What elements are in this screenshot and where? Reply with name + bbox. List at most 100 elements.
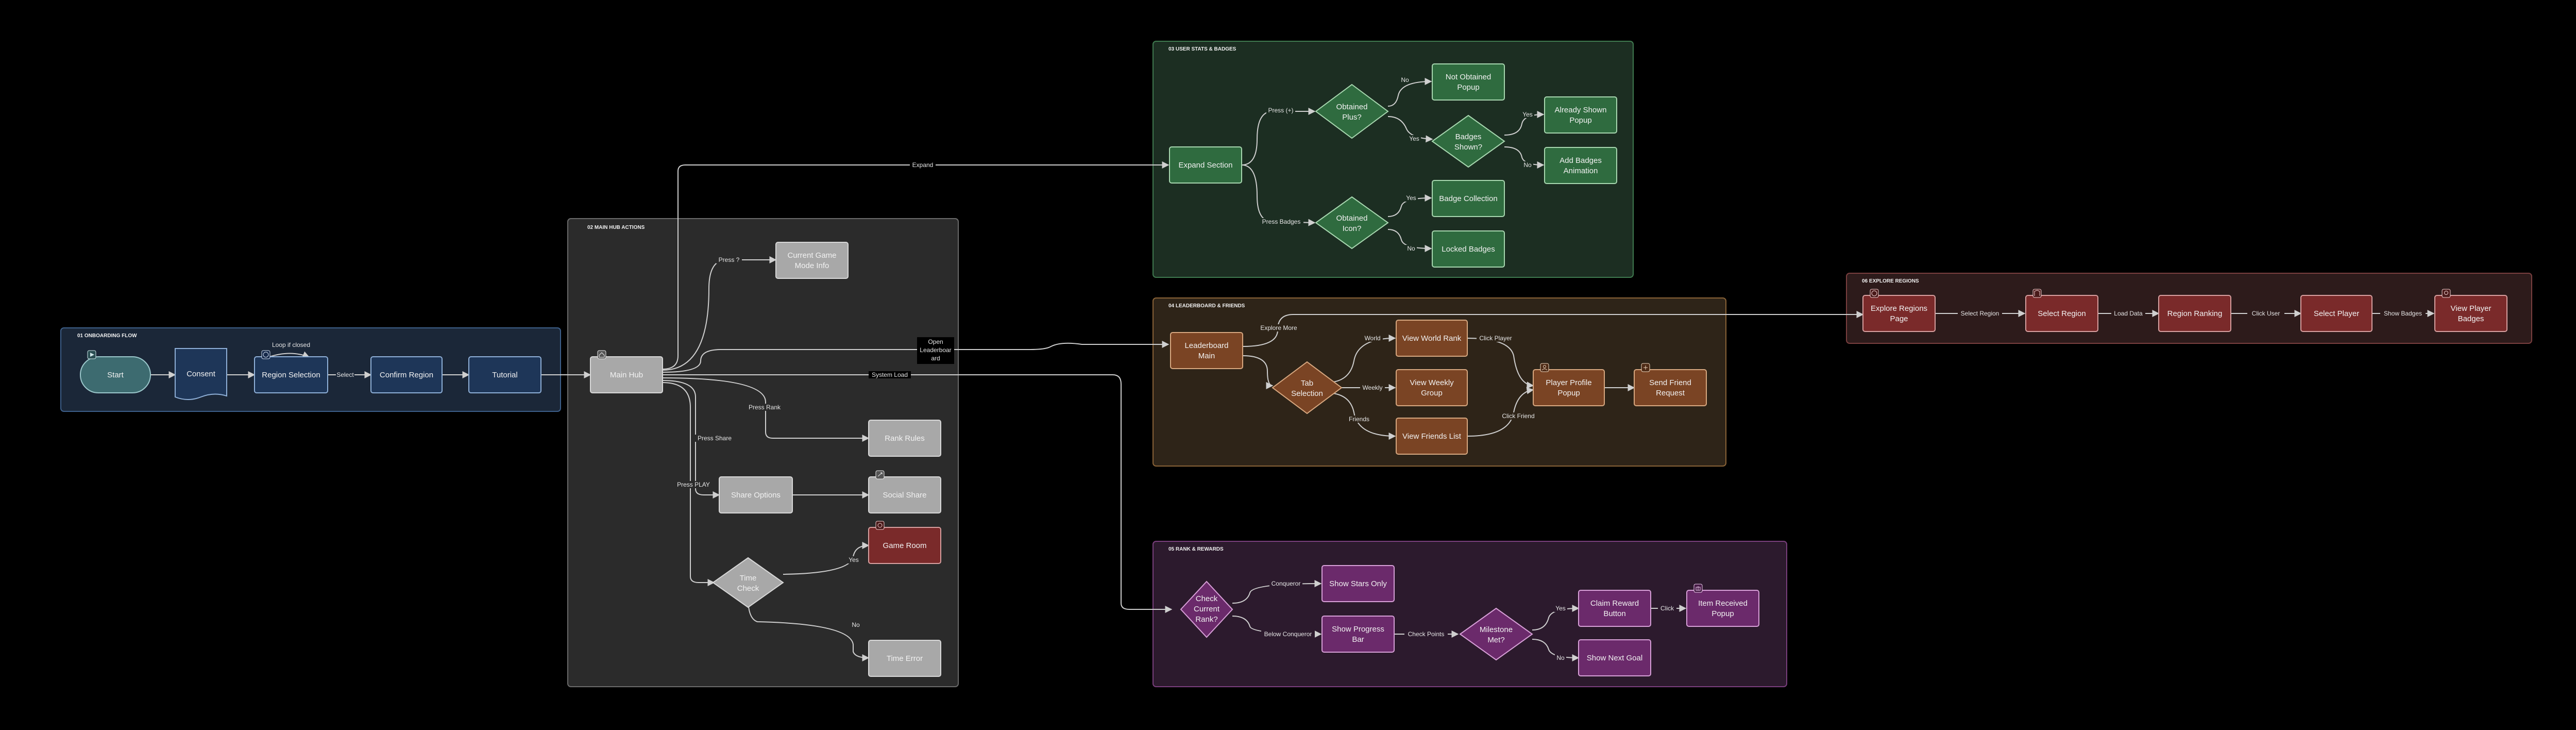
view-world-rank-node[interactable] xyxy=(1396,320,1468,357)
gift-icon xyxy=(1693,584,1703,593)
locked-badges-node[interactable] xyxy=(1432,230,1505,268)
tab-selection-label-2: Selection xyxy=(1291,389,1323,398)
edge-leader-tab xyxy=(1242,355,1274,389)
edge-plus-yes xyxy=(1387,116,1433,143)
tutorial-node[interactable] xyxy=(468,356,541,393)
view-friends-list-node[interactable] xyxy=(1396,418,1468,455)
region-selection-label: Region Selection xyxy=(262,371,320,379)
label-click-user: Click User xyxy=(2252,310,2280,317)
obtained-icon-node[interactable] xyxy=(1315,196,1389,250)
check-current-rank-node[interactable] xyxy=(1180,580,1233,638)
show-progress-bar-node[interactable] xyxy=(1321,616,1395,653)
region-selection-node[interactable] xyxy=(254,356,328,393)
time-error-node[interactable] xyxy=(868,640,941,677)
game-room-node[interactable] xyxy=(868,527,941,564)
group-main-hub: 02 MAIN HUB ACTIONS xyxy=(567,218,959,687)
group-leaderboard-title: 04 LEADERBOARD & FRIENDS xyxy=(1168,303,1245,309)
claim-reward-button-node[interactable] xyxy=(1578,590,1651,627)
onboarding-nodes: Start Consent Region Selection Confirm R… xyxy=(80,348,541,400)
leaderboard-main-label-1: Leaderboard xyxy=(1184,341,1228,350)
label-press-share: Press Share xyxy=(698,435,732,442)
main-hub-node[interactable] xyxy=(590,356,663,393)
tab-selection-node[interactable] xyxy=(1272,361,1343,414)
share-options-node[interactable] xyxy=(719,476,793,513)
select-region-node[interactable] xyxy=(2025,295,2098,332)
start-node[interactable] xyxy=(80,356,151,393)
label-open-leaderboard-2: Leaderboar xyxy=(920,346,951,354)
current-game-mode-node[interactable] xyxy=(775,242,849,279)
expand-section-node[interactable] xyxy=(1169,146,1242,184)
item-received-label-2: Popup xyxy=(1711,609,1734,618)
social-share-label: Social Share xyxy=(883,491,926,500)
check-rank-label-1: Check xyxy=(1196,594,1218,603)
check-rank-label-3: Rank? xyxy=(1195,615,1217,624)
label-plus-no: No xyxy=(1401,76,1409,84)
label-check-points: Check Points xyxy=(1408,631,1445,638)
edge-friends xyxy=(1326,392,1396,440)
send-friend-request-node[interactable] xyxy=(1634,369,1707,406)
time-error-label: Time Error xyxy=(887,654,923,663)
select-player-node[interactable] xyxy=(2300,295,2372,332)
current-game-mode-label-1: Current Game xyxy=(787,251,836,260)
already-shown-popup-node[interactable] xyxy=(1544,96,1617,134)
edge-badges-no xyxy=(1504,146,1545,169)
user-icon xyxy=(1540,363,1549,372)
select-player-label: Select Player xyxy=(2314,309,2359,318)
main-hub-nodes: Main Hub Current Game Mode Info Rank Rul… xyxy=(590,242,941,677)
badges-shown-node[interactable] xyxy=(1431,114,1505,168)
not-obtained-popup-node[interactable] xyxy=(1432,63,1505,101)
not-obtained-label-2: Popup xyxy=(1457,83,1479,92)
consent-node[interactable] xyxy=(175,348,227,400)
rank-rules-node[interactable] xyxy=(868,420,941,457)
milestone-label-2: Met? xyxy=(1487,636,1504,644)
home-icon xyxy=(597,350,606,359)
label-click-player: Click Player xyxy=(1479,335,1512,342)
edge-loop-if-closed xyxy=(267,351,310,358)
view-weekly-group-label-1: View Weekly xyxy=(1410,378,1454,387)
social-share-node[interactable] xyxy=(868,476,941,513)
explore-regions-page-node[interactable] xyxy=(1862,295,1936,332)
show-next-goal-label: Show Next Goal xyxy=(1587,654,1642,662)
send-friend-label-2: Request xyxy=(1656,389,1685,397)
add-badges-animation-node[interactable] xyxy=(1544,147,1617,184)
start-icon xyxy=(87,350,96,359)
milestone-label-1: Milestone xyxy=(1480,625,1513,634)
obtained-plus-node[interactable] xyxy=(1315,84,1389,139)
not-obtained-label-1: Not Obtained xyxy=(1446,73,1491,81)
confirm-region-node[interactable] xyxy=(370,356,443,393)
group-rank-rewards-title: 05 RANK & REWARDS xyxy=(1168,546,1224,552)
region-ranking-node[interactable] xyxy=(2158,295,2231,332)
start-node-label: Start xyxy=(107,371,124,379)
player-profile-popup-node[interactable] xyxy=(1533,369,1605,406)
share-icon xyxy=(875,470,885,479)
label-below-conqueror: Below Conqueror xyxy=(1264,631,1312,638)
badge-collection-node[interactable] xyxy=(1432,180,1505,217)
label-badges-no: No xyxy=(1523,161,1532,169)
rank-rules-label: Rank Rules xyxy=(885,434,925,443)
leaderboard-main-node[interactable] xyxy=(1170,332,1243,369)
label-time-no: No xyxy=(852,621,860,628)
label-select-region: Select Region xyxy=(1961,310,1999,317)
explore-regions-label-2: Page xyxy=(1890,314,1908,323)
label-weekly: Weekly xyxy=(1362,384,1382,391)
label-badges-yes: Yes xyxy=(1522,111,1533,118)
view-player-badges-node[interactable] xyxy=(2434,295,2507,332)
show-next-goal-node[interactable] xyxy=(1578,639,1651,676)
milestone-met-node[interactable] xyxy=(1459,607,1533,661)
leaderboard-nodes: Leaderboard Main Tab Selection View Worl… xyxy=(1170,320,1707,455)
edge-labels: Loop if closed Select Expand Press ? Ope… xyxy=(268,76,2426,661)
player-profile-label-1: Player Profile xyxy=(1546,378,1591,387)
label-click: Click xyxy=(1660,605,1674,612)
send-friend-label-1: Send Friend xyxy=(1649,378,1691,387)
time-check-node[interactable] xyxy=(712,557,784,608)
globe-icon xyxy=(261,350,270,359)
show-stars-only-node[interactable] xyxy=(1321,565,1395,602)
view-weekly-group-label-2: Group xyxy=(1421,389,1443,397)
item-received-popup-node[interactable] xyxy=(1686,590,1759,627)
claim-reward-label-2: Button xyxy=(1603,609,1625,618)
confirm-region-label: Confirm Region xyxy=(380,371,433,379)
label-expand: Expand xyxy=(912,161,934,169)
game-room-label: Game Room xyxy=(883,541,926,550)
view-weekly-group-node[interactable] xyxy=(1396,369,1468,406)
view-player-badges-label-2: Badges xyxy=(2458,314,2484,323)
